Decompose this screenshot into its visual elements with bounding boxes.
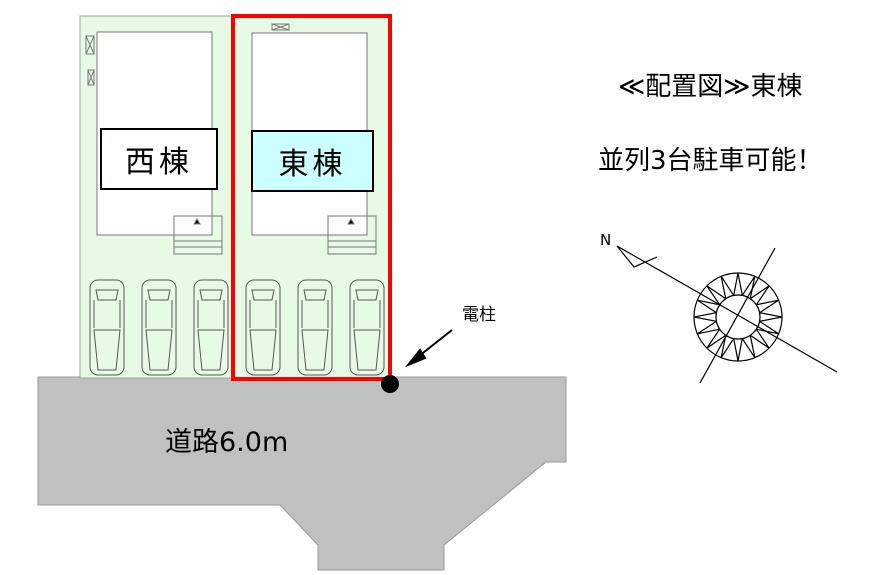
compass-north-label: N bbox=[600, 231, 612, 249]
car-icon bbox=[297, 279, 333, 376]
west-entrance-steps bbox=[173, 215, 223, 255]
compass-ray bbox=[759, 312, 783, 322]
plan-title: ≪配置図≫東棟 bbox=[618, 72, 803, 102]
west-building-label: 西棟 bbox=[100, 128, 218, 190]
compass-ray bbox=[697, 299, 720, 314]
compass-ray bbox=[756, 320, 779, 335]
compass-ray bbox=[749, 285, 770, 306]
parking-spaces bbox=[89, 279, 385, 376]
car-icon bbox=[245, 279, 281, 376]
car-icon bbox=[89, 279, 125, 376]
pole-arrow-icon bbox=[404, 329, 453, 368]
compass-ray bbox=[706, 328, 727, 349]
car-icon bbox=[193, 279, 229, 376]
car-icon bbox=[349, 279, 385, 376]
compass-ray bbox=[706, 285, 727, 306]
compass-ray bbox=[756, 299, 779, 314]
compass-icon bbox=[616, 245, 838, 384]
east-building-label: 東棟 bbox=[251, 130, 374, 192]
east-entrance-steps bbox=[327, 215, 377, 255]
parking-note: 並列3台駐車可能！ bbox=[598, 146, 823, 176]
meter-boxes bbox=[85, 23, 290, 86]
compass-ray bbox=[697, 320, 720, 335]
compass-ray bbox=[720, 335, 735, 358]
compass-ray bbox=[733, 272, 743, 296]
car-icon bbox=[141, 279, 177, 376]
east-lot-highlight bbox=[231, 14, 392, 381]
utility-pole-icon bbox=[381, 375, 399, 393]
compass-ray bbox=[741, 335, 756, 358]
road-label: 道路6.0m bbox=[165, 427, 289, 458]
compass-ray bbox=[733, 338, 743, 362]
compass-ray bbox=[741, 276, 756, 299]
utility-pole-label: 電柱 bbox=[462, 305, 496, 325]
compass-ray bbox=[720, 276, 735, 299]
road bbox=[37, 376, 567, 571]
compass-ray bbox=[749, 328, 770, 349]
compass-ray bbox=[693, 312, 717, 322]
